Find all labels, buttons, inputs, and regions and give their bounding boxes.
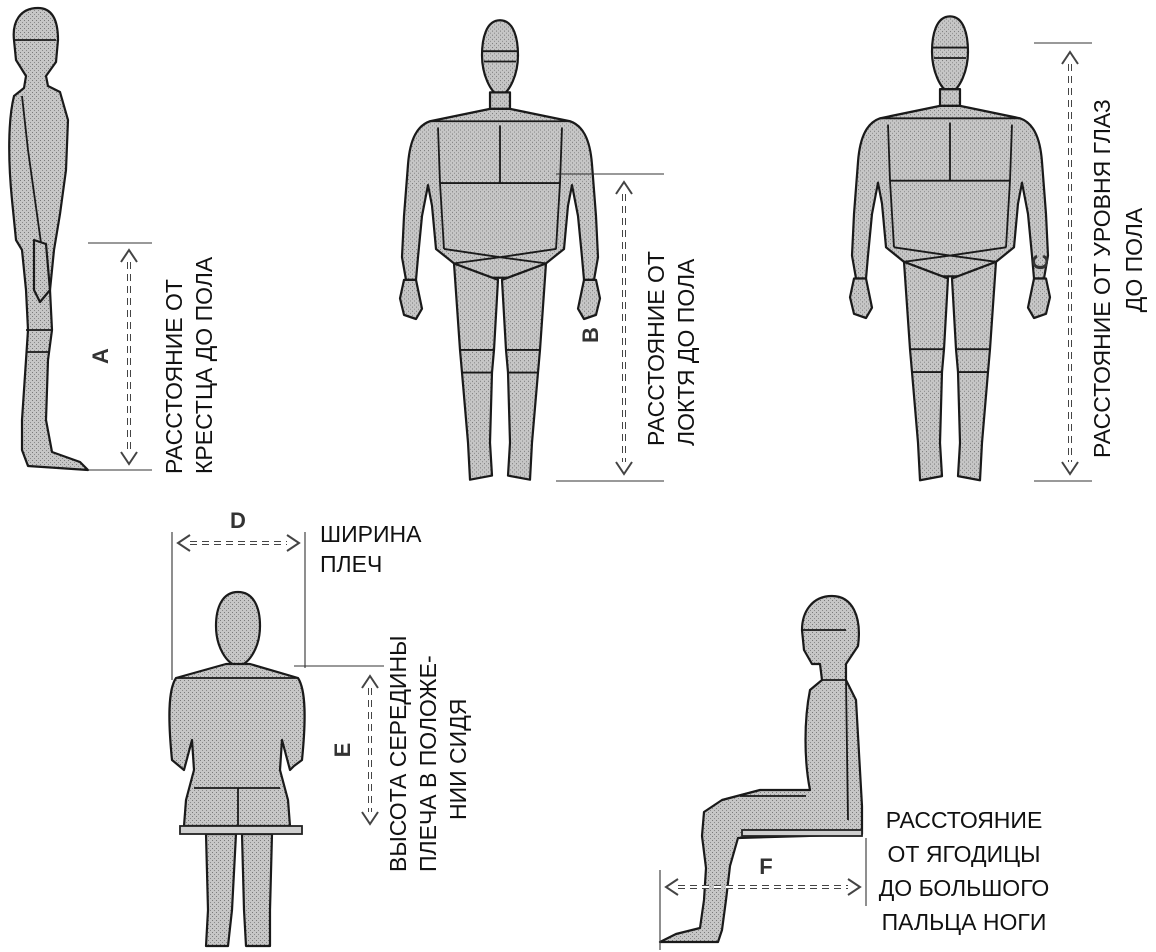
label-e-line3: НИИ СИДЯ bbox=[445, 699, 471, 820]
label-c-line2: ДО ПОЛА bbox=[1121, 207, 1147, 312]
label-b-line2: ЛОКТЯ ДО ПОЛА bbox=[673, 258, 699, 446]
figure-back-seated bbox=[169, 592, 304, 946]
measurement-a: A РАССТОЯНИЕ ОТ КРЕСТЦА ДО ПОЛА bbox=[88, 243, 217, 474]
label-e-line2: ПЛЕЧА В ПОЛОЖЕ- bbox=[415, 655, 441, 872]
label-letter-e: E bbox=[330, 743, 355, 758]
figure-front-elbow bbox=[400, 20, 600, 479]
label-b-line1: РАССТОЯНИЕ ОТ bbox=[643, 251, 669, 446]
label-a-line1: РАССТОЯНИЕ ОТ bbox=[161, 279, 187, 474]
seat-side-view bbox=[742, 830, 862, 836]
label-a-line2: КРЕСТЦА ДО ПОЛА bbox=[191, 256, 217, 474]
label-f-line1: РАССТОЯНИЕ bbox=[886, 807, 1043, 833]
label-d-line2: ПЛЕЧ bbox=[320, 551, 382, 577]
label-letter-b: B bbox=[578, 327, 603, 343]
seat-back-view bbox=[180, 826, 302, 834]
label-letter-a: A bbox=[88, 348, 113, 364]
label-e-line1: ВЫСОТА СЕРЕДИНЫ bbox=[385, 636, 411, 872]
measurement-c: C РАССТОЯНИЕ ОТ УРОВНЯ ГЛАЗ ДО ПОЛА bbox=[1028, 43, 1147, 481]
figure-side-standing bbox=[9, 8, 88, 470]
label-d-line1: ШИРИНА bbox=[320, 521, 422, 547]
figure-side-seated bbox=[660, 596, 862, 942]
measurement-e: E ВЫСОТА СЕРЕДИНЫ ПЛЕЧА В ПОЛОЖЕ- НИИ СИ… bbox=[294, 636, 471, 872]
label-f-line3: ДО БОЛЬШОГО bbox=[879, 875, 1050, 901]
label-f-line2: ОТ ЯГОДИЦЫ bbox=[888, 841, 1041, 867]
label-letter-c: C bbox=[1028, 254, 1053, 270]
label-letter-f: F bbox=[759, 854, 772, 879]
label-c-line1: РАССТОЯНИЕ ОТ УРОВНЯ ГЛАЗ bbox=[1089, 99, 1115, 458]
label-f-line4: ПАЛЬЦА НОГИ bbox=[882, 909, 1047, 935]
figure-front-eye bbox=[850, 16, 1050, 480]
label-letter-d: D bbox=[230, 508, 246, 533]
